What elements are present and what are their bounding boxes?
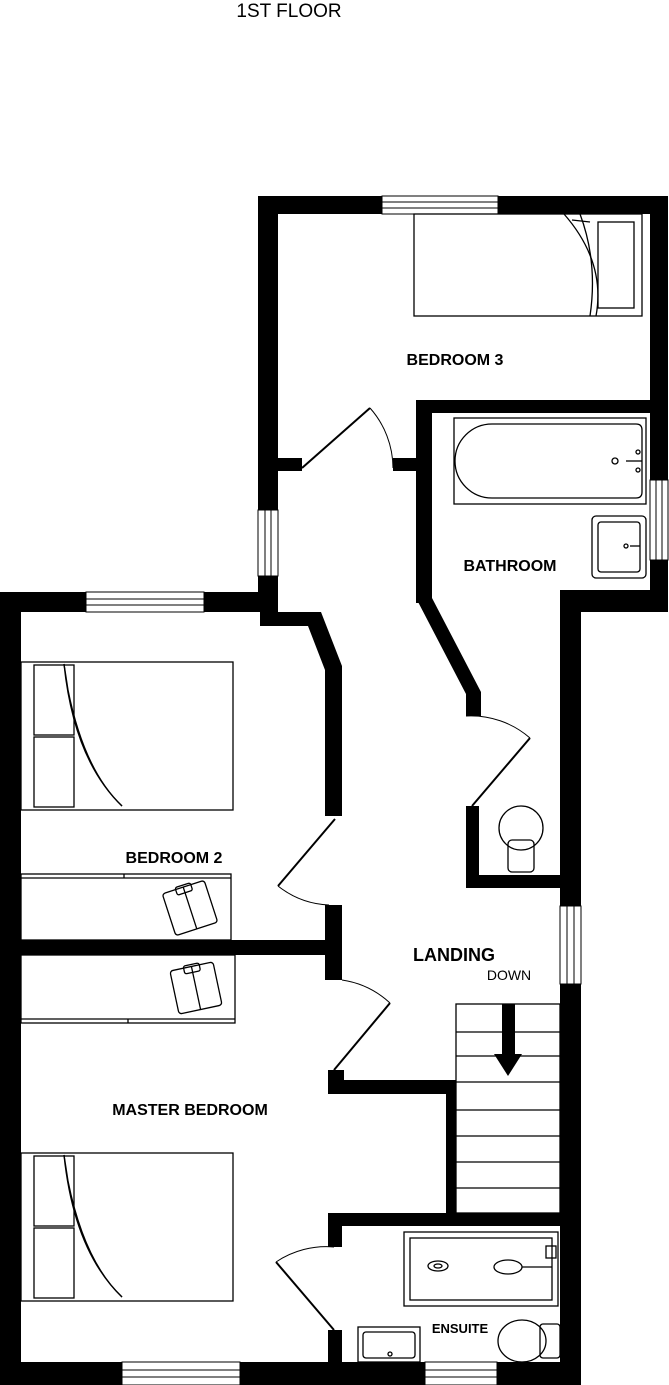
window-master (121, 1361, 241, 1385)
room-label-ensuite: ENSUITE (432, 1321, 489, 1336)
wardrobe-icon (20, 954, 236, 1024)
window-bathroom (649, 479, 669, 561)
door-bathroom (465, 715, 531, 807)
room-label-bedroom3: BEDROOM 3 (407, 352, 504, 369)
window-bedroom3 (381, 195, 499, 215)
room-label-master-bedroom: MASTER BEDROOM (112, 1102, 268, 1119)
double-bed-icon (20, 1152, 234, 1302)
toilet-icon (498, 805, 544, 873)
window-landing-upper (257, 509, 279, 577)
bath-icon (453, 417, 647, 505)
door-bedroom2 (277, 818, 336, 906)
shower-icon (403, 1231, 559, 1307)
walls (0, 196, 668, 1385)
toilet-icon (497, 1319, 561, 1363)
door-master (333, 979, 391, 1071)
window-bedroom2 (85, 591, 205, 613)
single-bed-icon (413, 213, 643, 317)
room-label-bedroom2: BEDROOM 2 (126, 850, 223, 867)
floor-title: 1ST FLOOR (236, 1, 341, 22)
room-label-landing: LANDING (413, 945, 495, 965)
window-ensuite (424, 1361, 498, 1385)
double-bed-icon (20, 661, 234, 811)
wardrobe-icon (20, 873, 232, 941)
window-landing (559, 905, 582, 985)
room-label-bathroom: BATHROOM (463, 558, 556, 575)
arrow-down-icon (494, 1004, 522, 1076)
door-bedroom3 (301, 407, 394, 469)
basin-icon (591, 515, 647, 579)
door-ensuite (275, 1246, 335, 1331)
basin-icon (357, 1326, 421, 1363)
stairs-label: DOWN (487, 967, 531, 983)
doors (275, 407, 531, 1331)
windows (85, 195, 669, 1385)
